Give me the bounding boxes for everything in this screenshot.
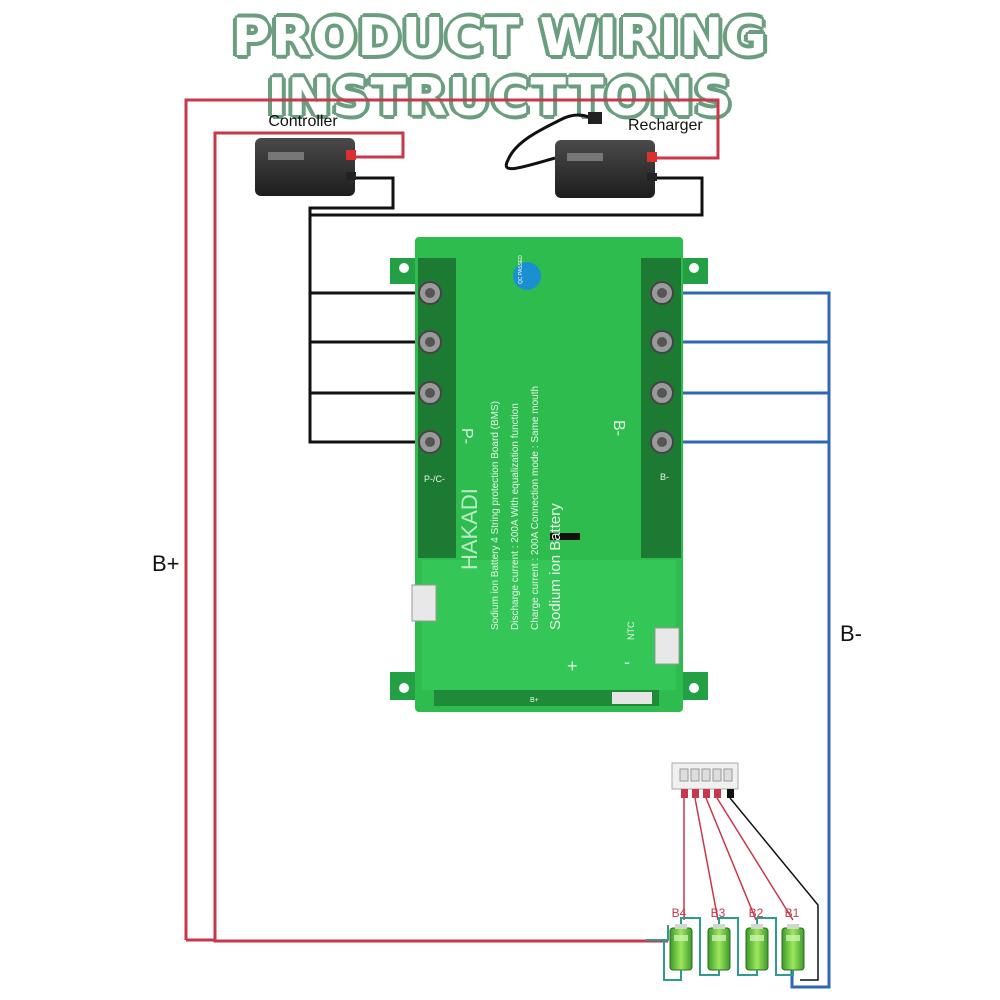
recharger-device	[504, 112, 657, 198]
cell-b3	[707, 924, 731, 971]
bplus-outer-wire	[213, 131, 668, 943]
board-plus: +	[567, 656, 578, 676]
recharger-label: Recharger	[628, 117, 703, 134]
page-title: PRODUCT WIRING INSTRUCTTONS	[232, 8, 768, 128]
p-minus-terminals	[418, 281, 442, 454]
balance-leads	[683, 797, 819, 981]
controller-device	[255, 138, 356, 196]
cell-b4	[669, 924, 693, 971]
board-qc: QC PASSED	[518, 255, 524, 284]
bplus-recharger-wire	[184, 98, 720, 940]
board-ntc: NTC	[626, 621, 636, 640]
controller-negative-wire	[308, 176, 420, 444]
negative-wires	[665, 291, 831, 989]
controller-label: Controller	[268, 113, 338, 130]
positive-wires	[184, 98, 720, 943]
board-p-minus: P-	[458, 428, 475, 444]
cell-label-b3: B3	[711, 906, 726, 920]
board-line2: Discharge current : 200A With equalizati…	[510, 403, 521, 630]
battery-pack	[646, 917, 805, 981]
board-line3: Charge current : 200A Connection mode : …	[530, 386, 541, 630]
cell-label-b4: B4	[672, 906, 687, 920]
recharger-negative-wire	[310, 176, 704, 217]
cell-b1	[781, 924, 805, 971]
board-brand: HAKADI	[457, 488, 482, 570]
b-minus-terminals	[650, 281, 674, 454]
bms-board	[390, 237, 708, 712]
board-p-c-label: P-/C-	[424, 474, 445, 484]
bminus-main-wire	[665, 291, 831, 989]
bminus-label: B-	[840, 621, 862, 646]
bplus-label: B+	[152, 551, 180, 576]
board-minus: -	[624, 652, 630, 672]
board-b-minus-small: B-	[660, 472, 669, 482]
board-b-plus-small: B+	[530, 697, 539, 704]
board-line1: Sodium ion Battery 4 String protection B…	[490, 401, 501, 630]
board-b-minus: B-	[610, 420, 627, 436]
load-wires	[308, 176, 704, 444]
cell-label-b2: B2	[749, 906, 764, 920]
board-product: Sodium ion Battery	[547, 503, 564, 630]
cell-label-b1: B1	[785, 906, 800, 920]
balance-connector	[671, 762, 739, 798]
cell-b2	[745, 924, 769, 971]
